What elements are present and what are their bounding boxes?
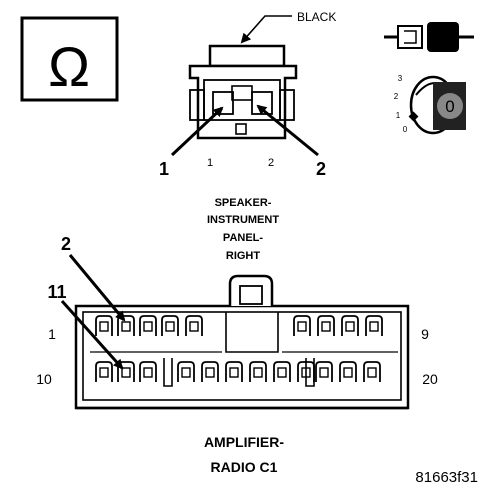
callout-arrow-pin-1 [170, 106, 224, 157]
callout-label-2: 2 [316, 159, 326, 179]
key-off-position-icon: 0 3 2 1 0 [394, 74, 466, 135]
pin-cavity-top-4 [161, 315, 179, 336]
pin-cavity-top-7 [317, 315, 335, 336]
pin-cavity-bottom-11 [339, 361, 357, 382]
pin-cavity-top-2 [117, 315, 135, 336]
pin-cavity-bottom-3 [139, 361, 157, 382]
top-connector-body [188, 44, 298, 140]
ignition-position-2: 2 [394, 92, 399, 101]
pin-cavity-bottom-6 [225, 361, 243, 382]
color-label: BLACK [297, 10, 336, 24]
pin-cavity-bottom-1 [95, 361, 113, 382]
black-leader-line [240, 15, 292, 44]
pin-cavity-top-3 [139, 315, 157, 336]
pin-cavity-top-6 [293, 315, 311, 336]
pin-label-1: 1 [48, 326, 56, 342]
top-connector-name-line-2: INSTRUMENT [207, 214, 279, 226]
pin-cavity-top-5 [185, 315, 203, 336]
ignition-position-3: 3 [398, 74, 403, 83]
ohm-symbol-icon: Ω [20, 16, 119, 102]
pin-label-20: 20 [422, 371, 438, 387]
pin-label-9: 9 [421, 326, 429, 342]
pin-cavity-top-8 [341, 315, 359, 336]
ignition-key-icon [384, 22, 474, 52]
ignition-position-1: 1 [396, 111, 401, 120]
ignition-position-0: 0 [403, 125, 408, 134]
key-position-label: 0 [445, 97, 454, 116]
main-connector-name-line-2: RADIO C1 [211, 459, 278, 475]
callout-arrow-pin-2 [256, 104, 319, 157]
top-connector-name: SPEAKER- INSTRUMENT PANEL- RIGHT [207, 197, 279, 262]
pin-cavity-bottom-12 [363, 361, 381, 382]
callout-arrow-pin-2-main [68, 254, 126, 322]
top-connector-name-line-1: SPEAKER- [215, 197, 272, 209]
top-connector-name-line-4: RIGHT [226, 250, 261, 262]
pin-cavity-bottom-4 [177, 361, 195, 382]
callout-label-1: 1 [159, 159, 169, 179]
pin-cavity-top-1 [95, 315, 113, 336]
ohm-symbol: Ω [48, 35, 90, 98]
pin-cavity-bottom-10 [315, 361, 333, 382]
main-connector: 1 9 10 20 2 11 AMPLIFIER- RADIO C1 [36, 234, 438, 475]
pin-cavity-bottom-8 [273, 361, 291, 382]
figure-id: 81663f31 [415, 469, 478, 486]
pin-cavity-bottom-5 [201, 361, 219, 382]
pin-cavity-top-9 [365, 315, 383, 336]
top-connector: BLACK 1 2 1 2 SPEAKER- INSTRUMENT PANEL-… [159, 10, 336, 262]
pin-cavities [90, 315, 398, 387]
main-connector-body [74, 274, 410, 410]
pin-cavity-bottom-7 [249, 361, 267, 382]
top-pin-label-1: 1 [207, 157, 213, 169]
callout-label-2-main: 2 [61, 234, 71, 254]
row-separator-2 [305, 358, 315, 387]
main-connector-name-line-1: AMPLIFIER- [204, 434, 284, 450]
callout-arrow-pin-11 [60, 299, 124, 370]
pin-label-10: 10 [36, 371, 52, 387]
row-separator-1 [163, 358, 173, 387]
callout-label-11: 11 [47, 282, 66, 302]
top-pin-label-2: 2 [268, 157, 274, 169]
top-connector-name-line-3: PANEL- [223, 232, 263, 244]
